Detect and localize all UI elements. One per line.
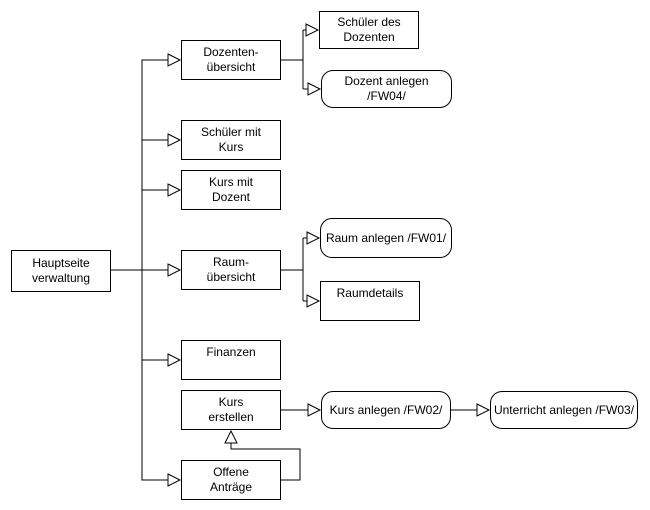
node-raum-anlegen[interactable]: Raum anlegen /FW01/ (320, 218, 452, 258)
node-raumdetails[interactable]: Raumdetails (320, 281, 420, 321)
node-hauptseite-verwaltung-label: Hauptseite verwaltung (31, 256, 91, 285)
node-dozentenuebersicht[interactable]: Dozenten- übersicht (181, 40, 281, 80)
node-raum-anlegen-label: Raum anlegen /FW01/ (325, 230, 447, 245)
node-schueler-des-dozenten[interactable]: Schüler des Dozenten (319, 11, 419, 49)
node-raumuebersicht[interactable]: Raum- übersicht (181, 250, 281, 290)
arrowhead-offene-antraege (167, 473, 182, 487)
node-finanzen[interactable]: Finanzen (181, 340, 281, 380)
arrowhead-dozentenuebersicht (167, 53, 182, 67)
node-hauptseite-verwaltung[interactable]: Hauptseite verwaltung (11, 250, 111, 292)
node-kurs-mit-dozent-label: Kurs mit Dozent (208, 175, 253, 204)
edge-dozenten-split (281, 29, 308, 90)
arrowhead-kurs-anlegen (307, 403, 322, 417)
node-kurs-anlegen[interactable]: Kurs anlegen /FW02/ (321, 391, 451, 429)
node-raumdetails-label: Raumdetails (336, 286, 404, 300)
arrowhead-raum-anlegen (306, 231, 321, 245)
arrowhead-raumdetails (306, 294, 321, 308)
node-kurs-anlegen-label: Kurs anlegen /FW02/ (329, 402, 443, 417)
node-kurs-erstellen-label: Kurs erstellen (208, 395, 254, 424)
node-dozent-anlegen[interactable]: Dozent anlegen /FW04/ (321, 70, 452, 108)
node-raumuebersicht-label: Raum- übersicht (206, 255, 256, 284)
node-schueler-mit-kurs-label: Schüler mit Kurs (200, 125, 262, 154)
node-unterricht-anlegen-label: Unterricht anlegen /FW03/ (493, 402, 635, 417)
node-dozentenuebersicht-label: Dozenten- übersicht (203, 45, 259, 74)
edge-raum-split (281, 237, 307, 302)
node-kurs-erstellen[interactable]: Kurs erstellen (181, 390, 281, 430)
node-offene-antraege-label: Offene Anträge (209, 465, 253, 494)
arrowhead-schueler-des-dozenten (305, 23, 320, 37)
node-finanzen-label: Finanzen (206, 345, 256, 359)
node-kurs-mit-dozent[interactable]: Kurs mit Dozent (181, 170, 281, 210)
node-offene-antraege[interactable]: Offene Anträge (181, 460, 281, 500)
arrowhead-finanzen (167, 353, 182, 367)
node-unterricht-anlegen[interactable]: Unterricht anlegen /FW03/ (490, 391, 638, 429)
arrowhead-kurs-erstellen-up (224, 429, 238, 444)
node-schueler-mit-kurs[interactable]: Schüler mit Kurs (181, 120, 281, 160)
node-schueler-des-dozenten-label: Schüler des Dozenten (337, 15, 401, 44)
arrowhead-unterricht-anlegen (476, 403, 491, 417)
arrowhead-dozent-anlegen (307, 82, 322, 96)
arrowhead-kurs-mit-dozent (167, 183, 182, 197)
node-dozent-anlegen-label: Dozent anlegen /FW04/ (344, 74, 429, 103)
arrowhead-raumuebersicht (167, 263, 182, 277)
arrowhead-schueler-mit-kurs (167, 133, 182, 147)
edge-offene-kurs-erstellen (230, 443, 301, 481)
